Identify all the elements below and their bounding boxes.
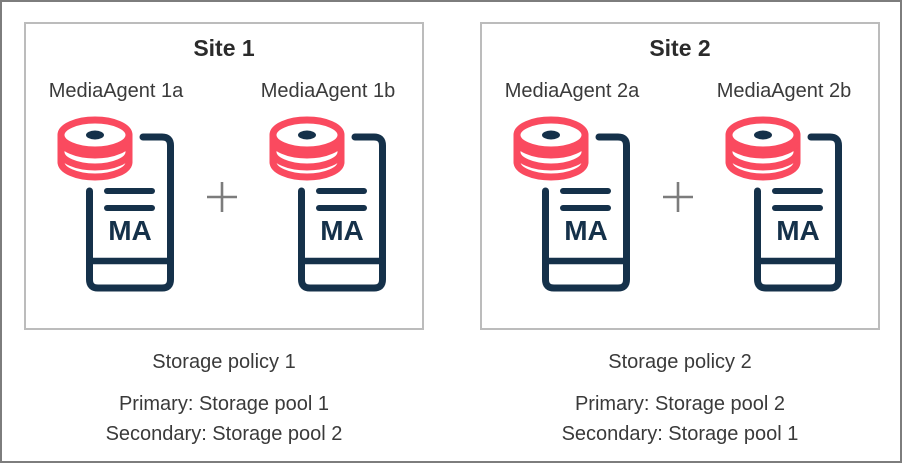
media-agent-icon: MA	[57, 116, 174, 292]
site-1-title: Site 1	[193, 35, 255, 61]
disk-dot	[298, 130, 316, 140]
ma-icon-label: MA	[564, 215, 608, 246]
server-icon	[86, 133, 174, 292]
storage-policy-2-secondary: Secondary: Storage pool 1	[561, 423, 799, 445]
storage-policy-2-title: Storage policy 2	[608, 351, 752, 373]
site-1-box: Site 1 MediaAgent 1a MA	[24, 22, 424, 330]
ma-icon-label: MA	[108, 215, 152, 246]
ma-icon-label: MA	[320, 215, 364, 246]
media-agent-1a: MediaAgent 1a MA	[36, 80, 196, 293]
storage-policy-1: Storage policy 1 Primary: Storage pool 1…	[24, 349, 424, 449]
server-icon	[754, 133, 842, 292]
media-agent-1b-label: MediaAgent 1b	[260, 80, 396, 102]
storage-policy-1-title: Storage policy 1	[152, 351, 296, 373]
media-agent-2a-label: MediaAgent 2a	[504, 80, 640, 102]
media-agent-2b: MediaAgent 2b MA	[704, 80, 864, 293]
disk-stack-icon	[725, 116, 801, 181]
disk-dot	[754, 130, 772, 140]
storage-policy-2-primary: Primary: Storage pool 2	[574, 393, 786, 415]
disk-stack-icon	[57, 116, 133, 181]
media-agent-1a-label: MediaAgent 1a	[48, 80, 184, 102]
media-agent-2a: MediaAgent 2a MA	[492, 80, 652, 293]
media-agent-2b-label: MediaAgent 2b	[716, 80, 852, 102]
site-2-box: Site 2 MediaAgent 2a MA	[480, 22, 880, 330]
disk-dot	[542, 130, 560, 140]
media-agent-1b: MediaAgent 1b MA	[248, 80, 408, 293]
media-agent-icon: MA	[269, 116, 386, 292]
site-2-title: Site 2	[649, 35, 711, 61]
disk-stack-icon	[513, 116, 589, 181]
storage-policy-1-secondary: Secondary: Storage pool 2	[105, 423, 343, 445]
site-1-agents-row: MediaAgent 1a MA	[26, 80, 422, 293]
ma-icon-label: MA	[776, 215, 820, 246]
disk-stack-icon	[269, 116, 345, 181]
site-2-agents-row: MediaAgent 2a MA	[482, 80, 878, 293]
disk-dot	[86, 130, 104, 140]
plus-icon	[663, 182, 693, 212]
server-icon	[542, 133, 630, 292]
media-agent-icon: MA	[513, 116, 630, 292]
media-agent-icon: MA	[725, 116, 842, 292]
storage-policy-1-primary: Primary: Storage pool 1	[118, 393, 330, 415]
plus-icon	[207, 182, 237, 212]
server-icon	[298, 133, 386, 292]
storage-policy-2: Storage policy 2 Primary: Storage pool 2…	[480, 349, 880, 449]
